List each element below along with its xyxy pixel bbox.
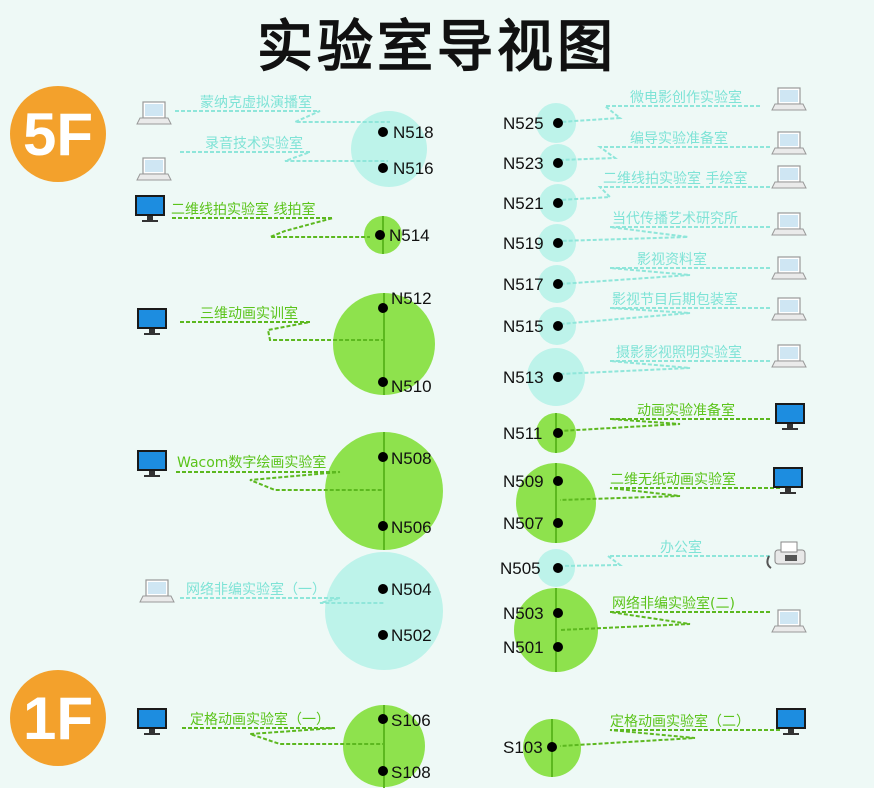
label-lu-yin: 录音技术实验室: [205, 135, 303, 152]
label-wacom: Wacom数字绘画实验室: [177, 454, 326, 471]
laptop-icon: [771, 165, 807, 189]
room-n511: N511: [503, 424, 542, 443]
laptop-icon: [136, 157, 172, 181]
room-n505: N505: [500, 559, 541, 578]
monitor-icon: [135, 195, 165, 222]
room-n507: N507: [503, 514, 544, 533]
room-n525: N525: [503, 114, 544, 133]
page-title: 实验室导视图: [257, 15, 617, 80]
room-n521: N521: [503, 194, 544, 213]
laptop-icon: [771, 256, 807, 280]
label-meng-na: 蒙纳克虚拟演播室: [200, 94, 312, 111]
label-dong-hua-zhun-bei: 动画实验准备室: [637, 402, 735, 419]
room-n503: N503: [503, 604, 544, 623]
room-n519: N519: [503, 234, 544, 253]
room-n517: N517: [503, 275, 544, 294]
label-er-wei-shou-hui: 二维线拍实验室 手绘室: [603, 170, 747, 187]
label-ban-gong: 办公室: [660, 539, 702, 556]
room-n512: N512: [391, 289, 432, 308]
room-n516: N516: [393, 159, 434, 178]
label-bian-dao: 编导实验准备室: [630, 130, 728, 147]
monitor-icon: [773, 467, 803, 494]
label-ying-shi-bao-zhuang: 影视节目后期包装室: [612, 291, 738, 308]
room-circle-n518-n516: [351, 111, 427, 187]
room-n509: N509: [503, 472, 544, 491]
label-san-wei: 三维动画实训室: [200, 305, 298, 322]
laptop-icon: [771, 297, 807, 321]
laptop-icon: [136, 101, 172, 125]
room-n504: N504: [391, 580, 432, 599]
monitor-icon: [137, 308, 167, 335]
label-she-ying: 摄影影视照明实验室: [616, 344, 742, 361]
label-wei-dian-ying: 微电影创作实验室: [630, 89, 742, 106]
room-n508: N508: [391, 449, 432, 468]
laptop-icon: [139, 579, 175, 603]
label-er-wei-wu-zhi: 二维无纸动画实验室: [610, 471, 736, 488]
laptop-icon: [771, 344, 807, 368]
label-wang-luo-1: 网络非编实验室（一）: [186, 581, 326, 598]
room-n523: N523: [503, 154, 544, 173]
room-n510: N510: [391, 377, 432, 396]
laptop-icon: [771, 609, 807, 633]
label-ding-ge-1: 定格动画实验室（一）: [190, 711, 330, 728]
room-n514: N514: [389, 226, 430, 245]
room-circle-n504-n502: [325, 552, 443, 670]
room-n502: N502: [391, 626, 432, 645]
room-n518: N518: [393, 123, 434, 142]
label-ying-shi-zi-liao: 影视资料室: [637, 251, 707, 268]
monitor-icon: [137, 708, 167, 735]
monitor-icon: [775, 403, 805, 430]
room-n501: N501: [503, 638, 544, 657]
room-n506: N506: [391, 518, 432, 537]
label-dang-dai: 当代传播艺术研究所: [612, 211, 738, 227]
label-er-wei-xian-pai: 二维线拍实验室 线拍室: [171, 201, 315, 218]
floor-badge-1f: 1F: [10, 670, 106, 766]
room-s103: S103: [503, 738, 543, 757]
room-s106: S106: [391, 711, 431, 730]
monitor-icon: [776, 708, 806, 735]
monitor-icon: [137, 450, 167, 477]
room-n515: N515: [503, 317, 544, 336]
room-s108: S108: [391, 763, 431, 782]
label-wang-luo-2: 网络非编实验室(二): [612, 595, 735, 612]
room-n513: N513: [503, 368, 544, 387]
laptop-icon: [771, 131, 807, 155]
floor-badge-5f: 5F: [10, 86, 106, 182]
laptop-icon: [771, 212, 807, 236]
label-ding-ge-2: 定格动画实验室（二）: [610, 713, 750, 730]
fax-icon: [766, 541, 806, 569]
laptop-icon: [771, 87, 807, 111]
